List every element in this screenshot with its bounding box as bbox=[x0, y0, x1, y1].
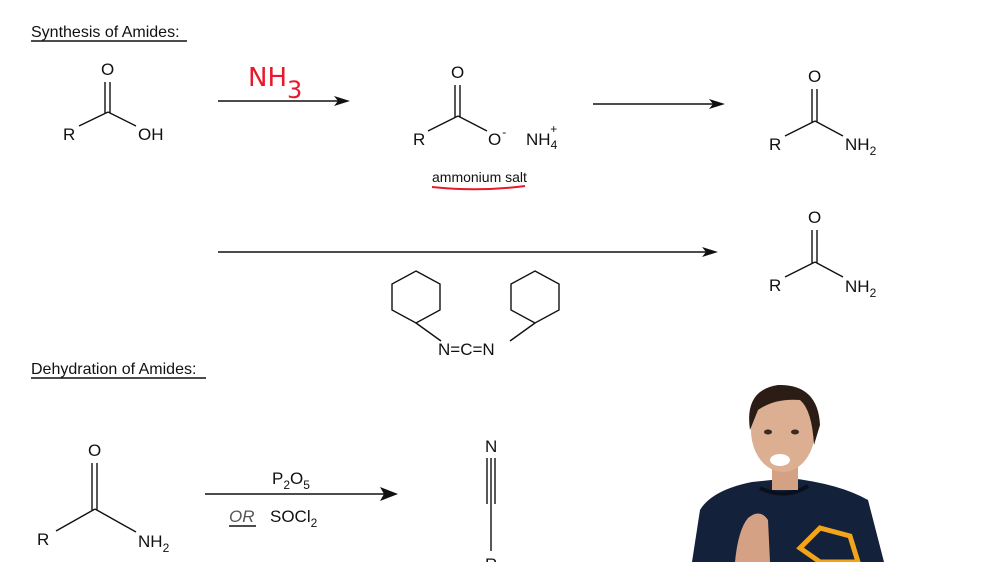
atom-o: O bbox=[88, 441, 101, 460]
atom-o: O bbox=[808, 67, 821, 86]
cyclohexane-ring-left bbox=[391, 270, 441, 324]
reagent-p2o5: P2O5 bbox=[272, 469, 310, 492]
dcc-label: N=C=N bbox=[438, 340, 495, 359]
atom-oh: OH bbox=[138, 125, 164, 144]
atom-r: R bbox=[769, 276, 781, 295]
shirt-logo bbox=[796, 525, 861, 562]
atom-o-minus: O- bbox=[488, 125, 506, 149]
amide-product-1: O R NH2 bbox=[769, 67, 877, 158]
arrowhead bbox=[702, 247, 718, 257]
atom-r: R bbox=[413, 130, 425, 149]
atom-n: N bbox=[485, 437, 497, 456]
presenter-hand bbox=[735, 513, 770, 562]
dcc-reagent-structure: N=C=N bbox=[391, 270, 560, 359]
dehydration-title: Dehydration of Amides: bbox=[31, 361, 196, 378]
carboxylic-acid-structure: O R OH bbox=[63, 60, 164, 144]
ammonium-ion: NH4+ bbox=[526, 122, 558, 152]
reagent-socl2: SOCl2 bbox=[270, 507, 318, 530]
handwritten-reagent-nh3: NH3 bbox=[248, 63, 302, 104]
atom-r: R bbox=[769, 135, 781, 154]
atom-r: R bbox=[63, 125, 75, 144]
arrowhead bbox=[380, 487, 398, 501]
cyclohexane-ring-right bbox=[510, 270, 560, 324]
atom-o: O bbox=[451, 63, 464, 82]
nitrile-product: N R bbox=[485, 437, 497, 562]
presenter-video bbox=[692, 384, 884, 562]
arrowhead bbox=[334, 96, 350, 106]
ammonium-carboxylate-structure: O R O- NH4+ ammonium salt bbox=[413, 63, 558, 191]
amide-reactant: O R NH2 bbox=[37, 441, 170, 555]
atom-o: O bbox=[808, 208, 821, 227]
atom-nh2: NH2 bbox=[845, 135, 877, 158]
presenter-face bbox=[751, 388, 815, 472]
atom-o: O bbox=[101, 60, 114, 79]
atom-r: R bbox=[485, 555, 497, 562]
amide-product-2: O R NH2 bbox=[769, 208, 877, 300]
ammonium-salt-label: ammonium salt bbox=[432, 169, 527, 185]
or-label: OR bbox=[229, 507, 255, 526]
arrowhead bbox=[709, 99, 725, 109]
atom-nh2: NH2 bbox=[845, 277, 877, 300]
synthesis-title: Synthesis of Amides: bbox=[31, 24, 180, 41]
handwritten-underline bbox=[431, 185, 526, 191]
atom-r: R bbox=[37, 530, 49, 549]
atom-nh2: NH2 bbox=[138, 532, 170, 555]
